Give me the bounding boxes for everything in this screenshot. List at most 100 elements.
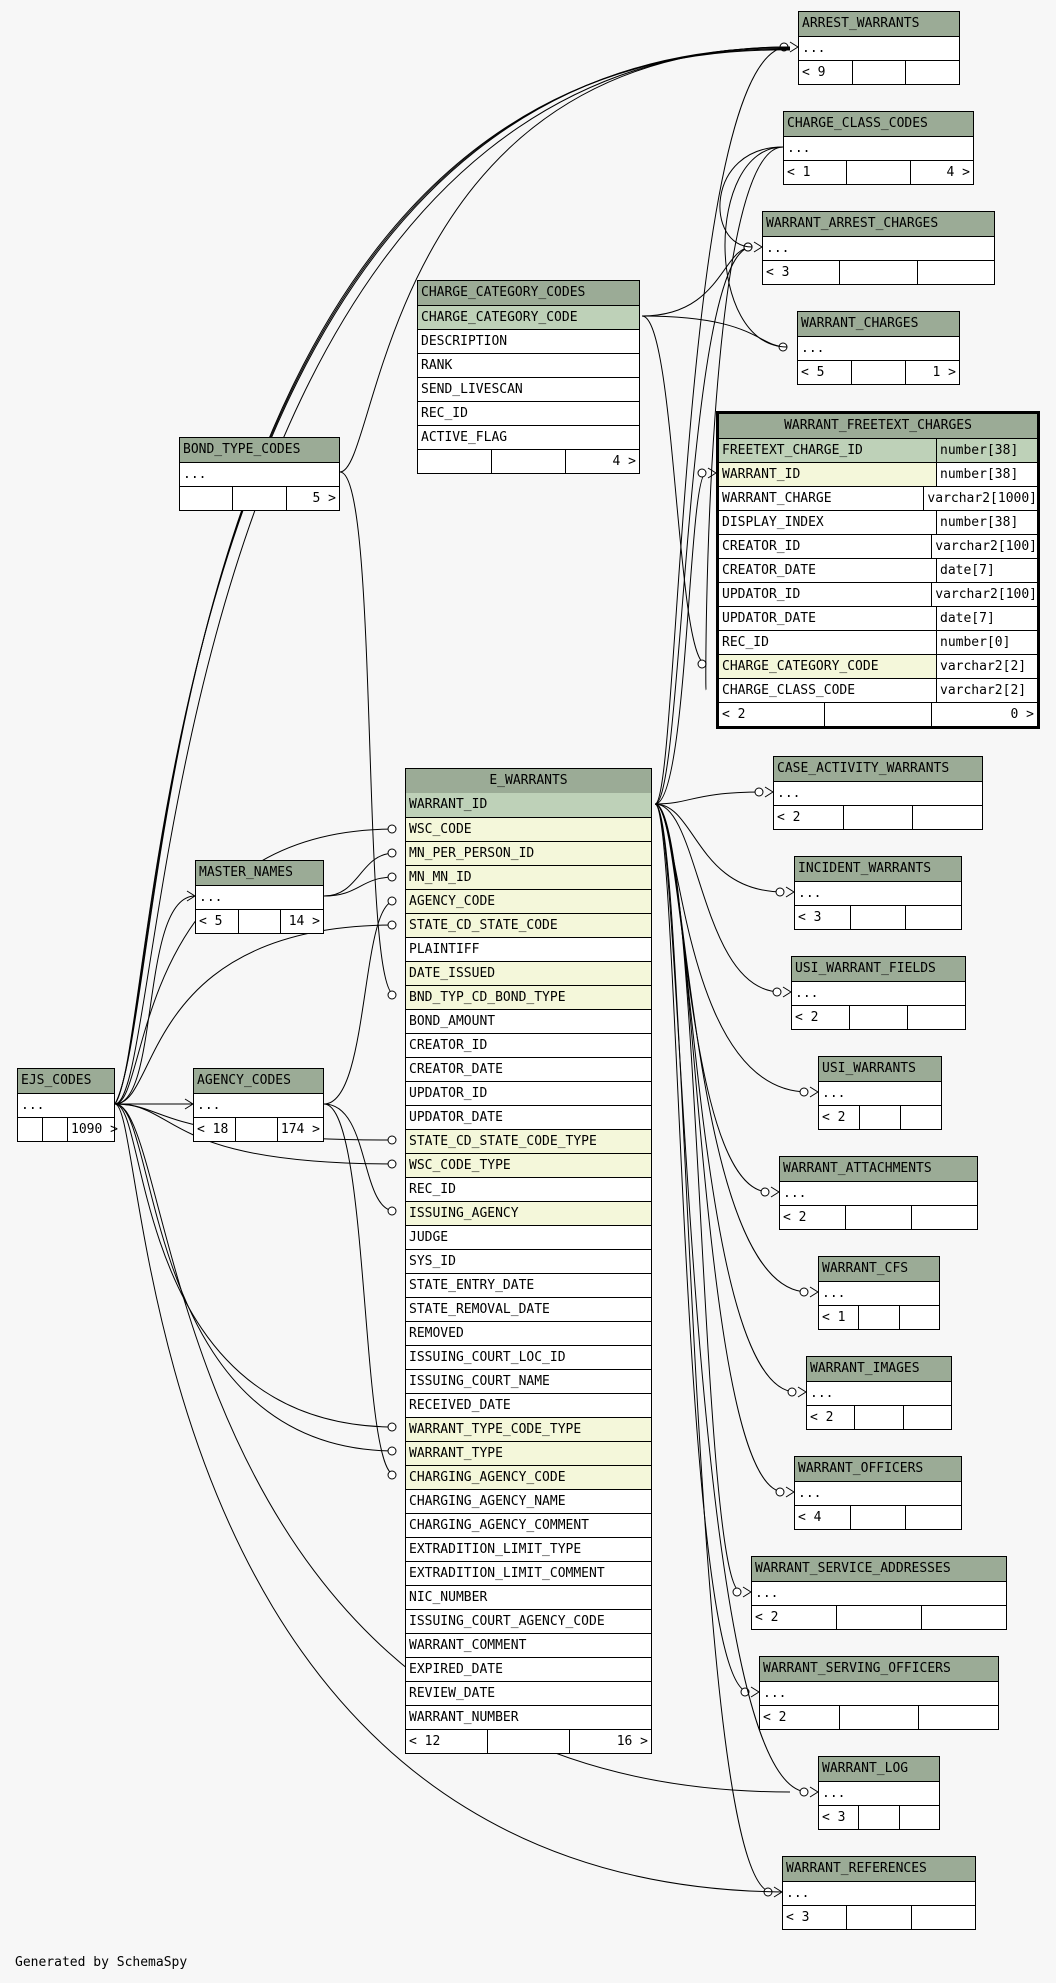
- table-warrant-officers[interactable]: WARRANT_OFFICERS ... < 4: [794, 1456, 962, 1530]
- parents-link[interactable]: < 2: [810, 1410, 834, 1425]
- column-row: SEND_LIVESCAN: [418, 377, 639, 401]
- table-warrant-cfs[interactable]: WARRANT_CFS ... < 1: [818, 1256, 940, 1330]
- optional-marker: [743, 242, 753, 252]
- table-footer: < 5 14 >: [196, 909, 323, 933]
- column-row: RECEIVED_DATE: [406, 1393, 651, 1417]
- children-link[interactable]: [905, 906, 961, 929]
- relationship-line: [641, 315, 707, 665]
- table-ejs-codes[interactable]: EJS_CODES ... 1090 >: [17, 1068, 118, 1142]
- parents-link[interactable]: < 3: [798, 910, 822, 925]
- parents-link[interactable]: < 2: [755, 1610, 779, 1625]
- table-usi-warrants[interactable]: USI_WARRANTS ... < 2: [818, 1056, 942, 1130]
- parents-link[interactable]: [18, 1118, 42, 1141]
- table-bond-type-codes[interactable]: BOND_TYPE_CODES ... 5 >: [179, 437, 340, 511]
- column-type: date[7]: [936, 607, 995, 630]
- parents-link[interactable]: [180, 487, 232, 510]
- parents-link[interactable]: < 3: [822, 1810, 846, 1825]
- table-incident-warrants[interactable]: INCIDENT_WARRANTS ... < 3: [794, 856, 962, 930]
- parents-link[interactable]: < 18: [197, 1122, 229, 1137]
- relationship-line: [809, 1786, 819, 1798]
- children-link[interactable]: 0 >: [930, 703, 1037, 726]
- table-footer: < 2: [752, 1605, 1006, 1629]
- table-warrant-arrest-charges[interactable]: WARRANT_ARREST_CHARGES ... < 3: [762, 211, 995, 285]
- table-arrest-warrants[interactable]: ARREST_WARRANTS ... < 9: [798, 11, 960, 85]
- children-link[interactable]: [902, 1406, 951, 1429]
- relationship-line: [641, 315, 788, 348]
- children-link[interactable]: [898, 1306, 939, 1329]
- parents-link[interactable]: < 1: [822, 1310, 846, 1325]
- relationship-line: [114, 1103, 396, 1452]
- parents-link[interactable]: < 2: [795, 1010, 819, 1025]
- table-name: AGENCY_CODES: [194, 1069, 323, 1093]
- parents-link[interactable]: < 2: [722, 707, 746, 722]
- children-link[interactable]: 1 >: [905, 361, 959, 384]
- table-name: USI_WARRANTS: [819, 1057, 941, 1081]
- relationship-line: [750, 1686, 760, 1698]
- children-link[interactable]: [907, 1006, 965, 1029]
- children-link[interactable]: 4 >: [565, 450, 639, 473]
- relationship-line: [323, 852, 396, 897]
- parents-link[interactable]: < 2: [783, 1210, 807, 1225]
- parents-link[interactable]: < 2: [777, 810, 801, 825]
- column-name: UPDATOR_ID: [722, 587, 801, 602]
- table-usi-warrant-fields[interactable]: USI_WARRANT_FIELDS ... < 2: [791, 956, 966, 1030]
- children-link[interactable]: [912, 806, 982, 829]
- table-footer: < 1 4 >: [784, 160, 973, 184]
- table-warrant-attachments[interactable]: WARRANT_ATTACHMENTS ... < 2: [779, 1156, 978, 1230]
- optional-marker: [697, 468, 707, 478]
- relationship-line: [654, 791, 764, 805]
- collapsed-columns: ...: [763, 236, 994, 260]
- parents-link[interactable]: < 5: [801, 365, 825, 380]
- children-link[interactable]: [910, 1906, 975, 1929]
- children-link[interactable]: [921, 1606, 1006, 1629]
- table-footer: < 3: [763, 260, 994, 284]
- column-name: WARRANT_ID: [719, 463, 936, 486]
- children-link[interactable]: 4 >: [909, 161, 973, 184]
- parents-link[interactable]: < 9: [802, 65, 826, 80]
- parents-link[interactable]: < 1: [787, 165, 811, 180]
- column-row: EXTRADITION_LIMIT_COMMENT: [406, 1561, 651, 1585]
- column-row: WARRANT_TYPE_CODE_TYPE: [406, 1417, 651, 1441]
- table-warrant-freetext-charges[interactable]: WARRANT_FREETEXT_CHARGES FREETEXT_CHARGE…: [716, 411, 1040, 729]
- children-link[interactable]: 16 >: [569, 1730, 651, 1753]
- children-link[interactable]: [905, 61, 959, 84]
- children-link[interactable]: 1090 >: [67, 1118, 121, 1141]
- relationship-line: [323, 900, 396, 1105]
- table-charge-category-codes[interactable]: CHARGE_CATEGORY_CODES CHARGE_CATEGORY_CO…: [417, 280, 640, 474]
- table-warrant-images[interactable]: WARRANT_IMAGES ... < 2: [806, 1356, 952, 1430]
- parents-link[interactable]: [418, 450, 491, 473]
- children-link[interactable]: [916, 261, 994, 284]
- parents-link[interactable]: < 12: [409, 1734, 441, 1749]
- column-row: ISSUING_COURT_LOC_ID: [406, 1345, 651, 1369]
- parents-link[interactable]: < 2: [763, 1710, 787, 1725]
- children-link[interactable]: 174 >: [276, 1118, 323, 1141]
- table-case-activity-warrants[interactable]: CASE_ACTIVITY_WARRANTS ... < 2: [773, 756, 983, 830]
- parents-link[interactable]: < 3: [766, 265, 790, 280]
- column-type: varchar2[100]: [931, 583, 1037, 606]
- collapsed-columns: ...: [795, 881, 961, 905]
- children-link[interactable]: [918, 1706, 998, 1729]
- collapsed-columns: ...: [799, 36, 959, 60]
- relationship-line: [782, 986, 792, 998]
- children-link[interactable]: 5 >: [285, 487, 339, 510]
- children-link[interactable]: [911, 1206, 977, 1229]
- parents-link[interactable]: < 5: [199, 914, 223, 929]
- children-link[interactable]: 14 >: [280, 910, 323, 933]
- parents-link[interactable]: < 3: [786, 1910, 810, 1925]
- children-link[interactable]: [900, 1106, 941, 1129]
- table-warrant-serving-officers[interactable]: WARRANT_SERVING_OFFICERS ... < 2: [759, 1656, 999, 1730]
- table-warrant-log[interactable]: WARRANT_LOG ... < 3: [818, 1756, 940, 1830]
- table-warrant-references[interactable]: WARRANT_REFERENCES ... < 3: [782, 1856, 976, 1930]
- children-link[interactable]: [905, 1506, 961, 1529]
- parents-link[interactable]: < 2: [822, 1110, 846, 1125]
- children-link[interactable]: [898, 1806, 939, 1829]
- table-warrant-service-addresses[interactable]: WARRANT_SERVICE_ADDRESSES ... < 2: [751, 1556, 1007, 1630]
- parents-link[interactable]: < 4: [798, 1510, 822, 1525]
- column-type: varchar2[2]: [936, 679, 1026, 702]
